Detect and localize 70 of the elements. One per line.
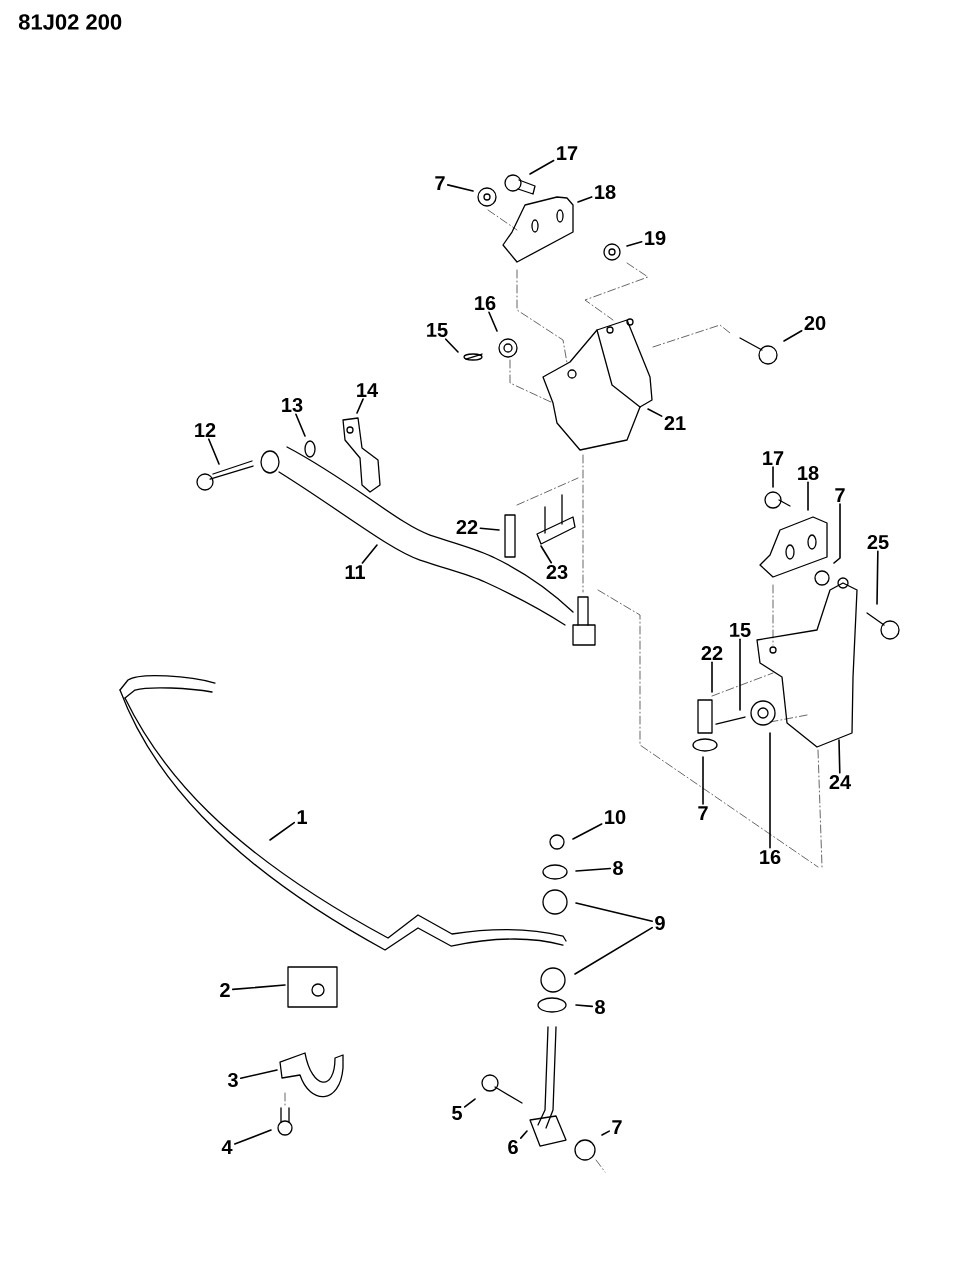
leader-line <box>838 739 841 774</box>
leader-line <box>575 1004 594 1008</box>
callout-number: 8 <box>613 860 623 876</box>
callout-number: 21 <box>664 416 686 430</box>
drawing-number: 81J02 200 <box>18 14 122 30</box>
leader-line <box>239 1069 278 1080</box>
leader-line <box>208 438 220 465</box>
callout-number: 11 <box>345 565 365 579</box>
callout-number: 12 <box>195 423 216 437</box>
leader-line <box>463 1098 476 1108</box>
callout-number: 16 <box>760 849 781 865</box>
leader-line <box>233 1129 272 1145</box>
callout-number: 15 <box>427 323 448 337</box>
leader-line <box>540 545 553 564</box>
leader-line <box>519 1130 528 1139</box>
callout-number: 7 <box>435 176 445 190</box>
leader-line <box>574 926 654 975</box>
leader-line <box>231 984 286 991</box>
leader-line <box>575 867 612 872</box>
callout-number: 23 <box>546 564 568 580</box>
leader-line <box>876 550 879 605</box>
leader-line <box>479 527 500 531</box>
leader-line <box>529 159 555 175</box>
callout-number: 2 <box>220 983 230 997</box>
callout-number: 5 <box>452 1106 462 1120</box>
leader-line <box>702 756 704 805</box>
callout-number: 10 <box>605 809 626 825</box>
leader-line <box>772 466 774 488</box>
callout-number: 25 <box>867 534 889 550</box>
leader-line <box>769 732 771 849</box>
callout-number: 24 <box>829 775 851 789</box>
leader-line <box>577 196 593 203</box>
callout-number: 7 <box>612 1120 622 1134</box>
leader-line <box>626 241 643 247</box>
leader-line <box>783 329 803 342</box>
callout-number: 7 <box>835 488 845 502</box>
leader-line <box>295 413 306 437</box>
leader-line <box>601 1130 611 1136</box>
callout-number: 15 <box>730 623 751 637</box>
callout-number: 1 <box>297 810 307 824</box>
leader-line <box>361 544 378 564</box>
leader-line <box>444 338 459 353</box>
leader-line <box>269 821 296 841</box>
callout-number: 4 <box>221 1140 233 1154</box>
leader-line <box>575 902 654 922</box>
callout-number: 14 <box>357 383 378 397</box>
callout-number: 17 <box>557 146 578 160</box>
callout-number: 16 <box>475 295 496 311</box>
leader-line <box>739 638 741 711</box>
leader-line <box>807 481 809 511</box>
leader-line <box>488 311 498 332</box>
leader-line <box>446 184 474 192</box>
callout-number: 13 <box>282 397 303 413</box>
callout-number: 22 <box>701 646 723 660</box>
leader-line <box>711 661 713 693</box>
callout-number: 18 <box>595 184 616 200</box>
callout-number: 20 <box>804 315 826 331</box>
leader-line <box>572 823 603 840</box>
leader-line <box>833 503 841 564</box>
leader-line <box>647 408 663 417</box>
callout-number: 8 <box>595 999 605 1015</box>
callout-number: 19 <box>645 230 666 246</box>
callout-number: 22 <box>456 520 478 534</box>
callout-number: 18 <box>798 465 819 481</box>
leader-line <box>356 398 364 414</box>
callout-number: 9 <box>655 915 665 931</box>
callout-number: 17 <box>763 451 784 465</box>
callout-number: 7 <box>698 806 708 820</box>
callout-number: 3 <box>227 1072 238 1088</box>
callout-number: 6 <box>508 1139 518 1155</box>
